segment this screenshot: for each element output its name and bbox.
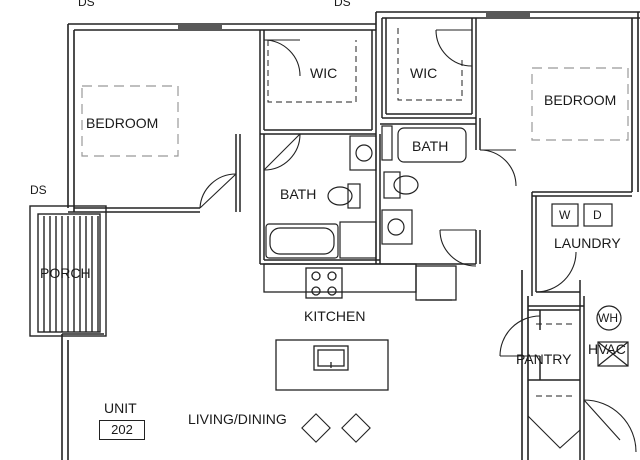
kitchen-fixtures	[263, 263, 457, 391]
hvac-label: HVAC	[588, 341, 626, 357]
living-dining-label: LIVING/DINING	[188, 411, 287, 427]
dryer-label: D	[593, 208, 602, 222]
bath-label-left: BATH	[280, 186, 317, 202]
downspout-label-1: DS	[78, 0, 95, 9]
water-heater-label: WH	[598, 311, 618, 325]
unit-number-box: 202	[99, 420, 145, 440]
kitchen-label: KITCHEN	[304, 308, 366, 324]
doors	[199, 29, 637, 453]
chairs	[301, 413, 371, 443]
porch	[29, 205, 107, 337]
bedroom-label-right: BEDROOM	[544, 92, 617, 108]
bath-fixtures	[265, 125, 467, 259]
washer-label: W	[559, 208, 571, 222]
bath-label-right: BATH	[412, 138, 449, 154]
porch-label: PORCH	[40, 265, 91, 281]
laundry-appliances	[551, 203, 629, 367]
windows	[178, 13, 530, 29]
wic-label-left: WIC	[310, 65, 338, 81]
downspout-label-2: DS	[334, 0, 351, 9]
bedroom-label-left: BEDROOM	[86, 115, 159, 131]
unit-label: UNIT	[104, 400, 137, 416]
pantry-label: PANTRY	[516, 351, 572, 367]
downspout-label-3: DS	[30, 183, 47, 197]
closet-shelves	[267, 28, 572, 397]
exterior-walls	[61, 11, 640, 460]
laundry-label: LAUNDRY	[554, 235, 621, 251]
ceiling-markers	[81, 67, 629, 157]
wic-label-right: WIC	[410, 65, 438, 81]
